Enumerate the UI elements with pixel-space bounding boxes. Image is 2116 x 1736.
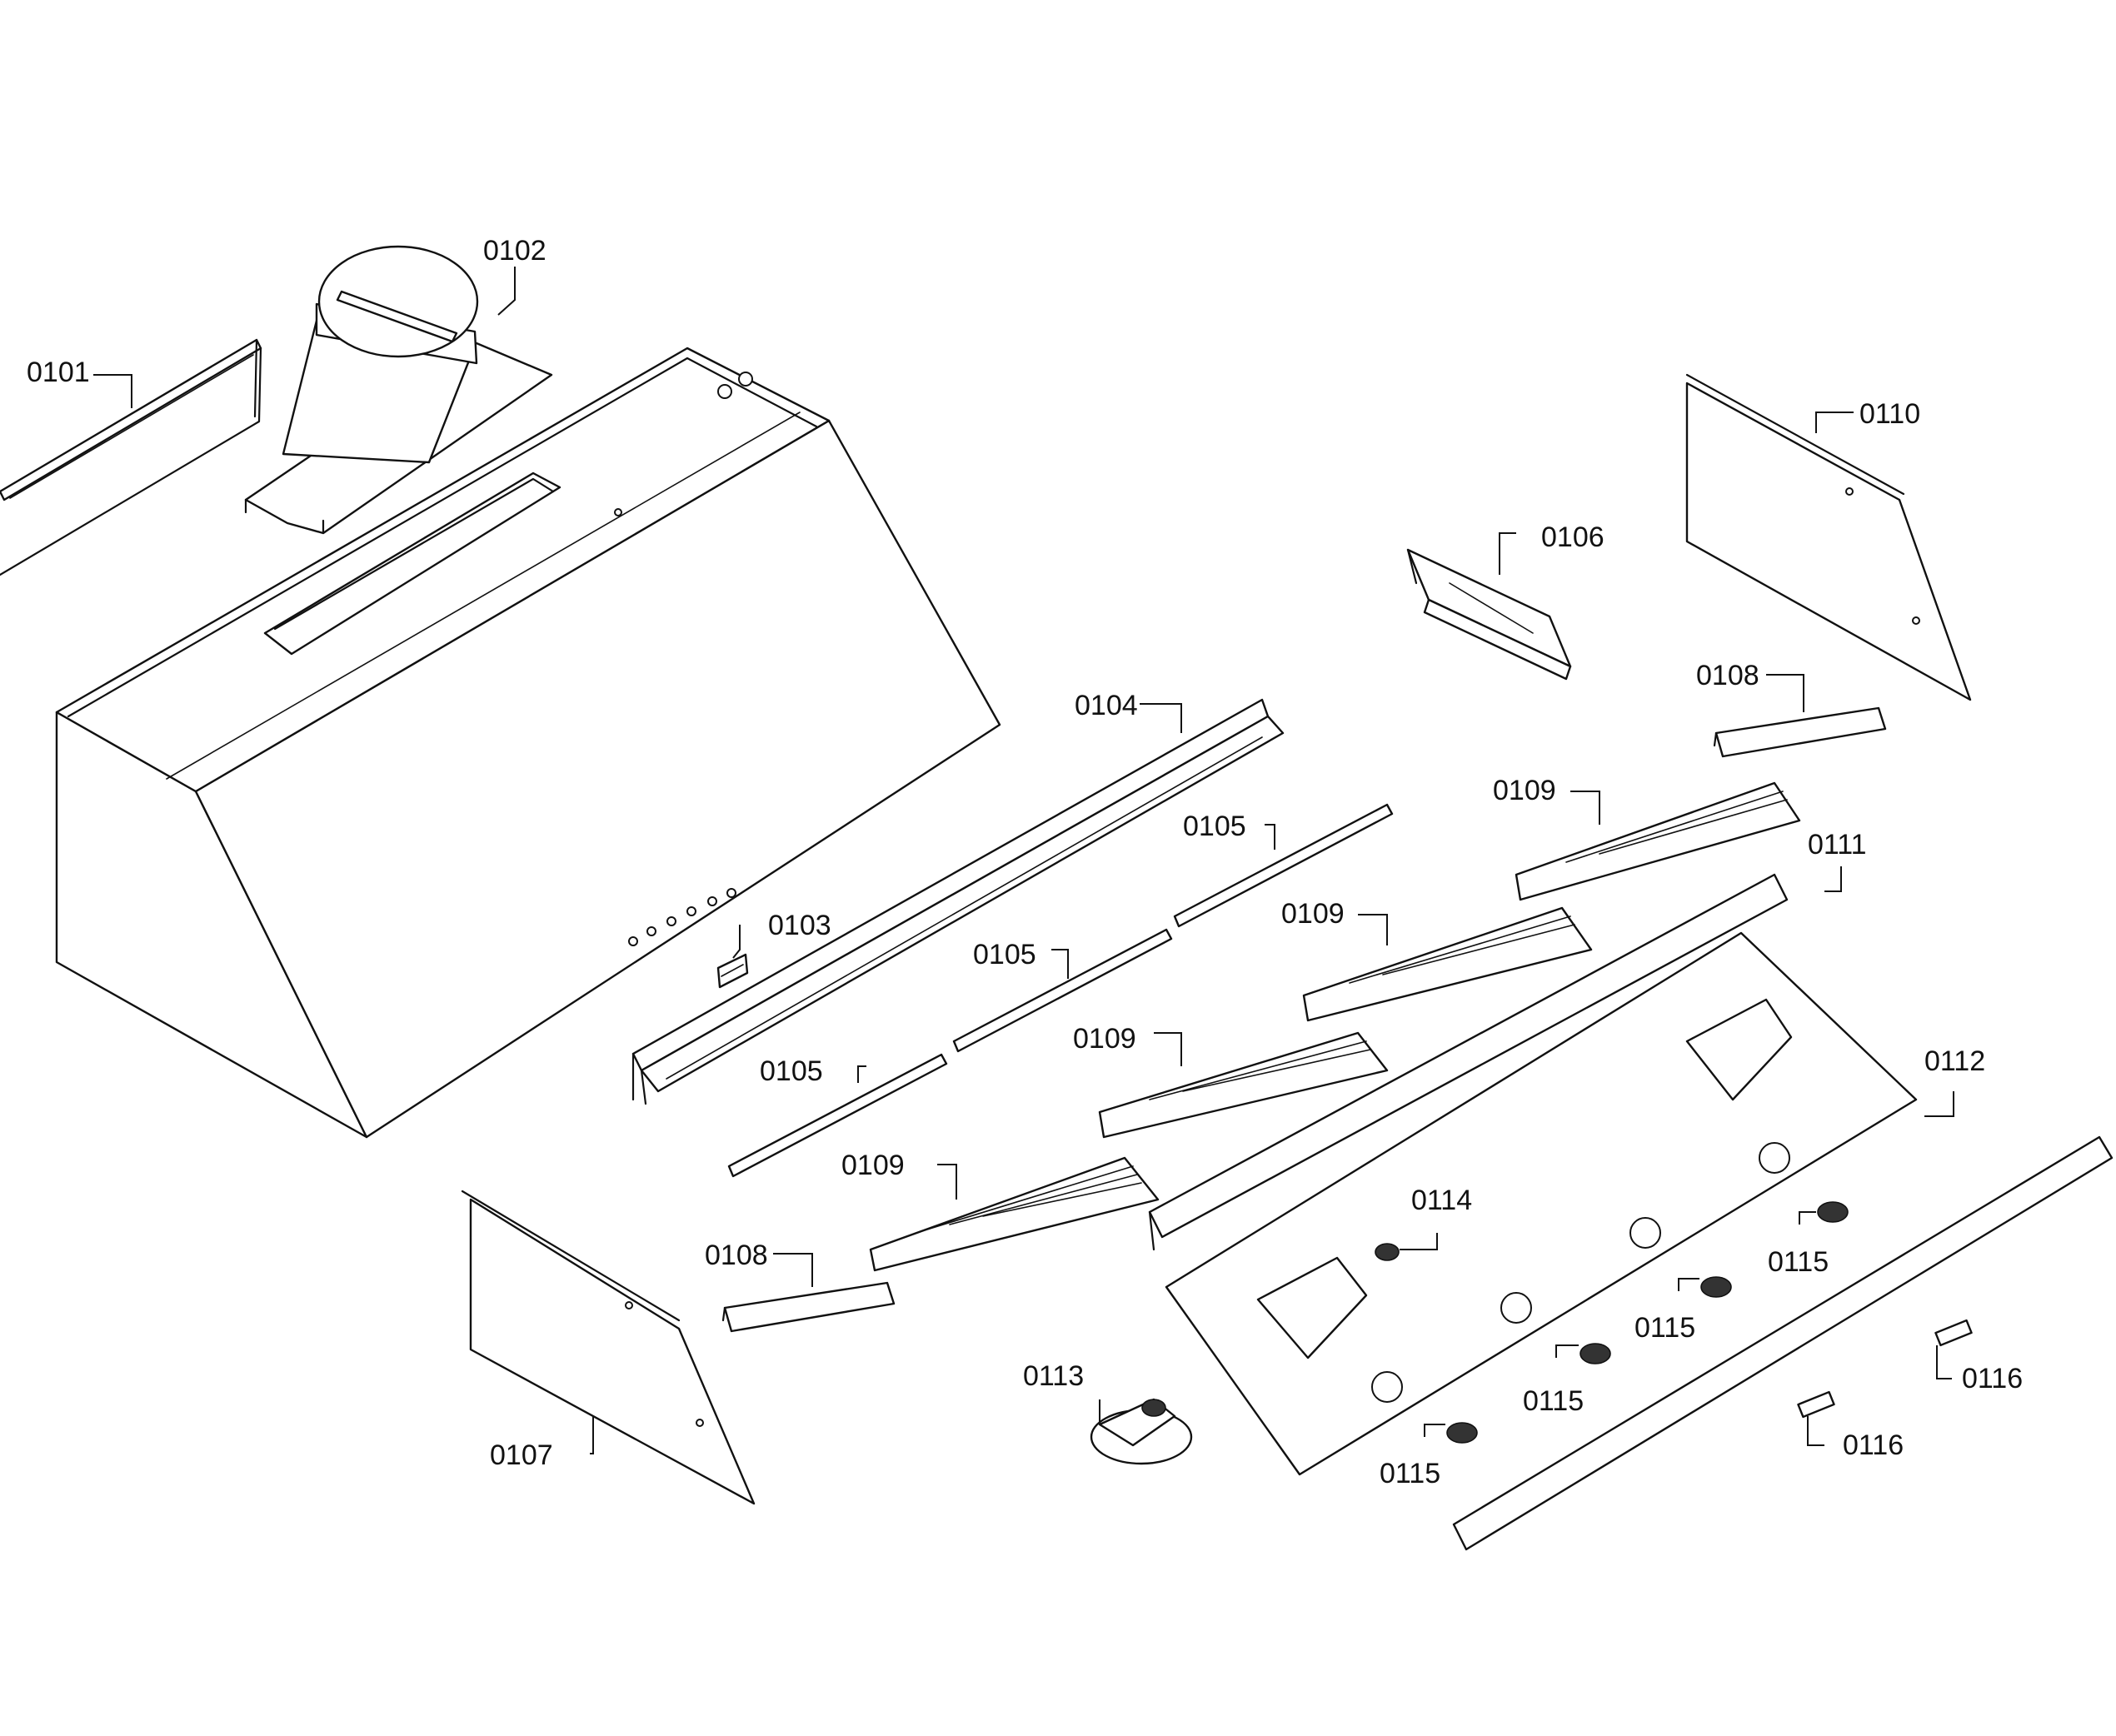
part-0109-baffle-filter-d — [1515, 781, 1801, 901]
part-0104-front-channel — [631, 698, 1285, 1105]
part-0116-clip-a — [1797, 1390, 1835, 1419]
part-0109-baffle-filter-b — [1098, 1031, 1389, 1139]
part-0114-lamp-socket — [1375, 1243, 1400, 1261]
part-0105-filter-rail-a — [727, 1053, 948, 1178]
front-trim — [1452, 1135, 2114, 1551]
label-0105-a: 0105 — [760, 1055, 823, 1087]
part-0106-bracket — [1406, 548, 1572, 681]
part-0109-baffle-filter-a — [869, 1156, 1160, 1272]
label-0109-b: 0109 — [1073, 1023, 1136, 1055]
label-0114: 0114 — [1411, 1185, 1472, 1216]
part-0101-rear-strip — [0, 338, 262, 576]
label-0116-b: 0116 — [1843, 1429, 1904, 1461]
label-0113: 0113 — [1023, 1360, 1084, 1392]
label-0115-c: 0115 — [1634, 1312, 1695, 1344]
label-0105-c: 0105 — [1183, 811, 1246, 842]
label-0108-a: 0108 — [705, 1240, 768, 1271]
label-0102: 0102 — [483, 235, 546, 267]
label-0108-b: 0108 — [1696, 660, 1759, 691]
label-0115-d: 0115 — [1768, 1246, 1829, 1278]
label-0105-b: 0105 — [973, 939, 1036, 970]
label-0116-a: 0116 — [1962, 1363, 2023, 1394]
label-0109-c: 0109 — [1281, 898, 1345, 930]
part-0102-duct-transition — [244, 245, 553, 535]
part-0112-light-panel — [1165, 931, 1918, 1476]
label-0115-b: 0115 — [1523, 1385, 1584, 1417]
part-0110-right-side-panel — [1685, 373, 1972, 701]
part-0103-control-switch — [716, 953, 749, 989]
part-0105-filter-rail-c — [1173, 803, 1394, 928]
part-0116-clip-b — [1934, 1319, 1973, 1347]
part-0108-grease-tray-b — [1713, 706, 1887, 758]
leader-lines — [93, 267, 1954, 1454]
hood-main-body — [55, 347, 1001, 1139]
part-0108-grease-tray-a — [721, 1281, 896, 1333]
part-0105-filter-rail-b — [952, 928, 1173, 1053]
label-0109-d: 0109 — [1493, 775, 1556, 806]
label-0104: 0104 — [1075, 690, 1138, 721]
label-0115-a: 0115 — [1380, 1458, 1440, 1489]
label-0109-a: 0109 — [841, 1150, 905, 1181]
part-0115-knob-b — [1580, 1343, 1611, 1364]
label-0101: 0101 — [27, 357, 90, 388]
part-0113-lamp — [1090, 1398, 1193, 1465]
label-0112: 0112 — [1924, 1045, 1985, 1077]
label-0110: 0110 — [1859, 398, 1920, 430]
label-0106: 0106 — [1541, 521, 1604, 553]
label-0107: 0107 — [490, 1439, 553, 1471]
part-0115-knob-c — [1700, 1276, 1732, 1298]
part-0109-baffle-filter-c — [1302, 906, 1593, 1022]
part-0107-left-side-panel — [461, 1190, 756, 1505]
part-0115-knob-d — [1817, 1201, 1849, 1223]
part-0111-light-channel — [1148, 873, 1789, 1251]
label-0111: 0111 — [1808, 829, 1867, 861]
label-0103: 0103 — [768, 910, 831, 941]
part-0115-knob-a — [1446, 1422, 1478, 1444]
part-labels: 0101 0102 0103 0104 0105 0105 0105 0106 … — [27, 235, 2023, 1489]
